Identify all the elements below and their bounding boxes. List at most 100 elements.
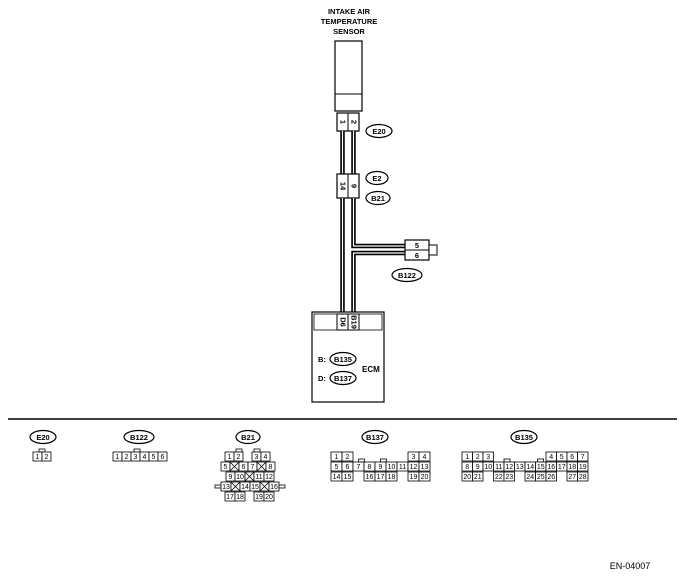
b21-cell: 15 (251, 484, 259, 491)
b137-cell: 16 (366, 474, 374, 481)
b135-cell: 8 (465, 464, 469, 471)
b21-cell: 7 (251, 464, 255, 471)
b135-cell: 10 (484, 464, 492, 471)
b135-cell: 18 (568, 464, 576, 471)
b135-cell: 21 (474, 474, 482, 481)
connector-e20: 1 2 (336, 112, 360, 132)
view-label-e20-text: E20 (36, 433, 49, 442)
ecm-b-prefix: B: (318, 355, 326, 364)
b135-cell: 26 (547, 474, 555, 481)
b135-cell: 15 (537, 464, 545, 471)
intake-air-temperature-sensor (334, 40, 363, 112)
svg-text:E20: E20 (372, 127, 385, 136)
b135-cell: 2 (476, 454, 480, 461)
view-label-b122: B122 (123, 429, 155, 445)
b21-cell: 18 (236, 494, 244, 501)
b21-cell: 12 (265, 474, 273, 481)
b21-cell: 6 (242, 464, 246, 471)
b135-cell: 19 (579, 464, 587, 471)
b137-cell: 3 (412, 454, 416, 461)
b135-cell: 1 (465, 454, 469, 461)
ecm-label-b135: B135 (334, 355, 352, 364)
e20-pin-1: 1 (339, 120, 348, 124)
view-label-b135: B135 (510, 429, 538, 445)
b137-cell: 14 (333, 474, 341, 481)
b137-cell: 17 (377, 474, 385, 481)
b21-pin-14: 14 (339, 182, 348, 191)
sensor-title: INTAKE AIR TEMPERATURE SENSOR (321, 7, 378, 36)
view-label-b21: B21 (235, 429, 261, 445)
b21-cell: 10 (236, 474, 244, 481)
ecm-label: ECM (362, 365, 380, 374)
b21-cell: 16 (270, 484, 278, 491)
b21-cell: 5 (224, 464, 228, 471)
view-label-b122-text: B122 (130, 433, 148, 442)
b21-pin-9: 9 (350, 184, 359, 188)
view-label-b137: B137 (361, 429, 389, 445)
e20-pin-2: 2 (350, 120, 359, 124)
b21-cell: 14 (241, 484, 249, 491)
b135-cell: 22 (495, 474, 503, 481)
b21-cell: 4 (264, 454, 268, 461)
sensor-title-line-1: INTAKE AIR (328, 7, 371, 16)
ecm-d-prefix: D: (318, 374, 326, 383)
b135-cell: 6 (570, 454, 574, 461)
b21-cell: 3 (255, 454, 259, 461)
b21-cell: 11 (255, 474, 262, 481)
b122-cell: 1 (116, 454, 120, 461)
b135-cell: 28 (579, 474, 587, 481)
b135-cell: 7 (581, 454, 585, 461)
b137-cell: 20 (421, 474, 429, 481)
b137-cell: 18 (388, 474, 396, 481)
b135-cell: 20 (463, 474, 471, 481)
svg-text:B122: B122 (398, 271, 416, 280)
sensor-title-line-3: SENSOR (333, 27, 365, 36)
b137-cell: 6 (346, 464, 350, 471)
b137-cell: 12 (410, 464, 418, 471)
b137-cell: 1 (335, 454, 339, 461)
b122-cell: 5 (152, 454, 156, 461)
view-label-b135-text: B135 (515, 433, 533, 442)
b135-cell: 16 (547, 464, 555, 471)
oval-label-e2: E2 (365, 170, 389, 186)
ecm-pin-b19: B19 (350, 315, 359, 329)
ecm-unit: D6 B19 B: B135 D: B137 ECM (311, 311, 385, 403)
view-label-b137-text: B137 (366, 433, 384, 442)
sensor-title-line-2: TEMPERATURE (321, 17, 378, 26)
b21-cell: 20 (265, 494, 273, 501)
b135-cell: 12 (505, 464, 513, 471)
b21-cell: 2 (237, 454, 241, 461)
connector-b122: 5 6 (404, 239, 438, 261)
b122-cell: 2 (125, 454, 129, 461)
b137-cell: 15 (344, 474, 352, 481)
oval-label-b122: B122 (391, 267, 423, 283)
b137-cell: 8 (368, 464, 372, 471)
b137-cell: 4 (423, 454, 427, 461)
b135-cell: 11 (495, 464, 502, 471)
wire-lower (340, 198, 405, 312)
b137-cell: 7 (357, 464, 361, 471)
b137-cell: 5 (335, 464, 339, 471)
b135-cell: 14 (526, 464, 534, 471)
b135-cell: 27 (568, 474, 576, 481)
b21-cell: 1 (228, 454, 232, 461)
b137-cell: 2 (346, 454, 350, 461)
b137-cell: 13 (421, 464, 429, 471)
view-label-b21-text: B21 (241, 433, 255, 442)
b135-cell: 25 (537, 474, 545, 481)
e20-cell: 1 (36, 454, 40, 461)
oval-label-b21: B21 (365, 190, 391, 206)
b137-cell: 19 (410, 474, 418, 481)
b21-cell: 8 (269, 464, 273, 471)
wire-upper (340, 131, 356, 174)
e20-cell: 2 (45, 454, 49, 461)
b21-cell: 9 (229, 474, 233, 481)
b122-pin-6: 6 (415, 251, 419, 260)
b135-cell: 4 (549, 454, 553, 461)
